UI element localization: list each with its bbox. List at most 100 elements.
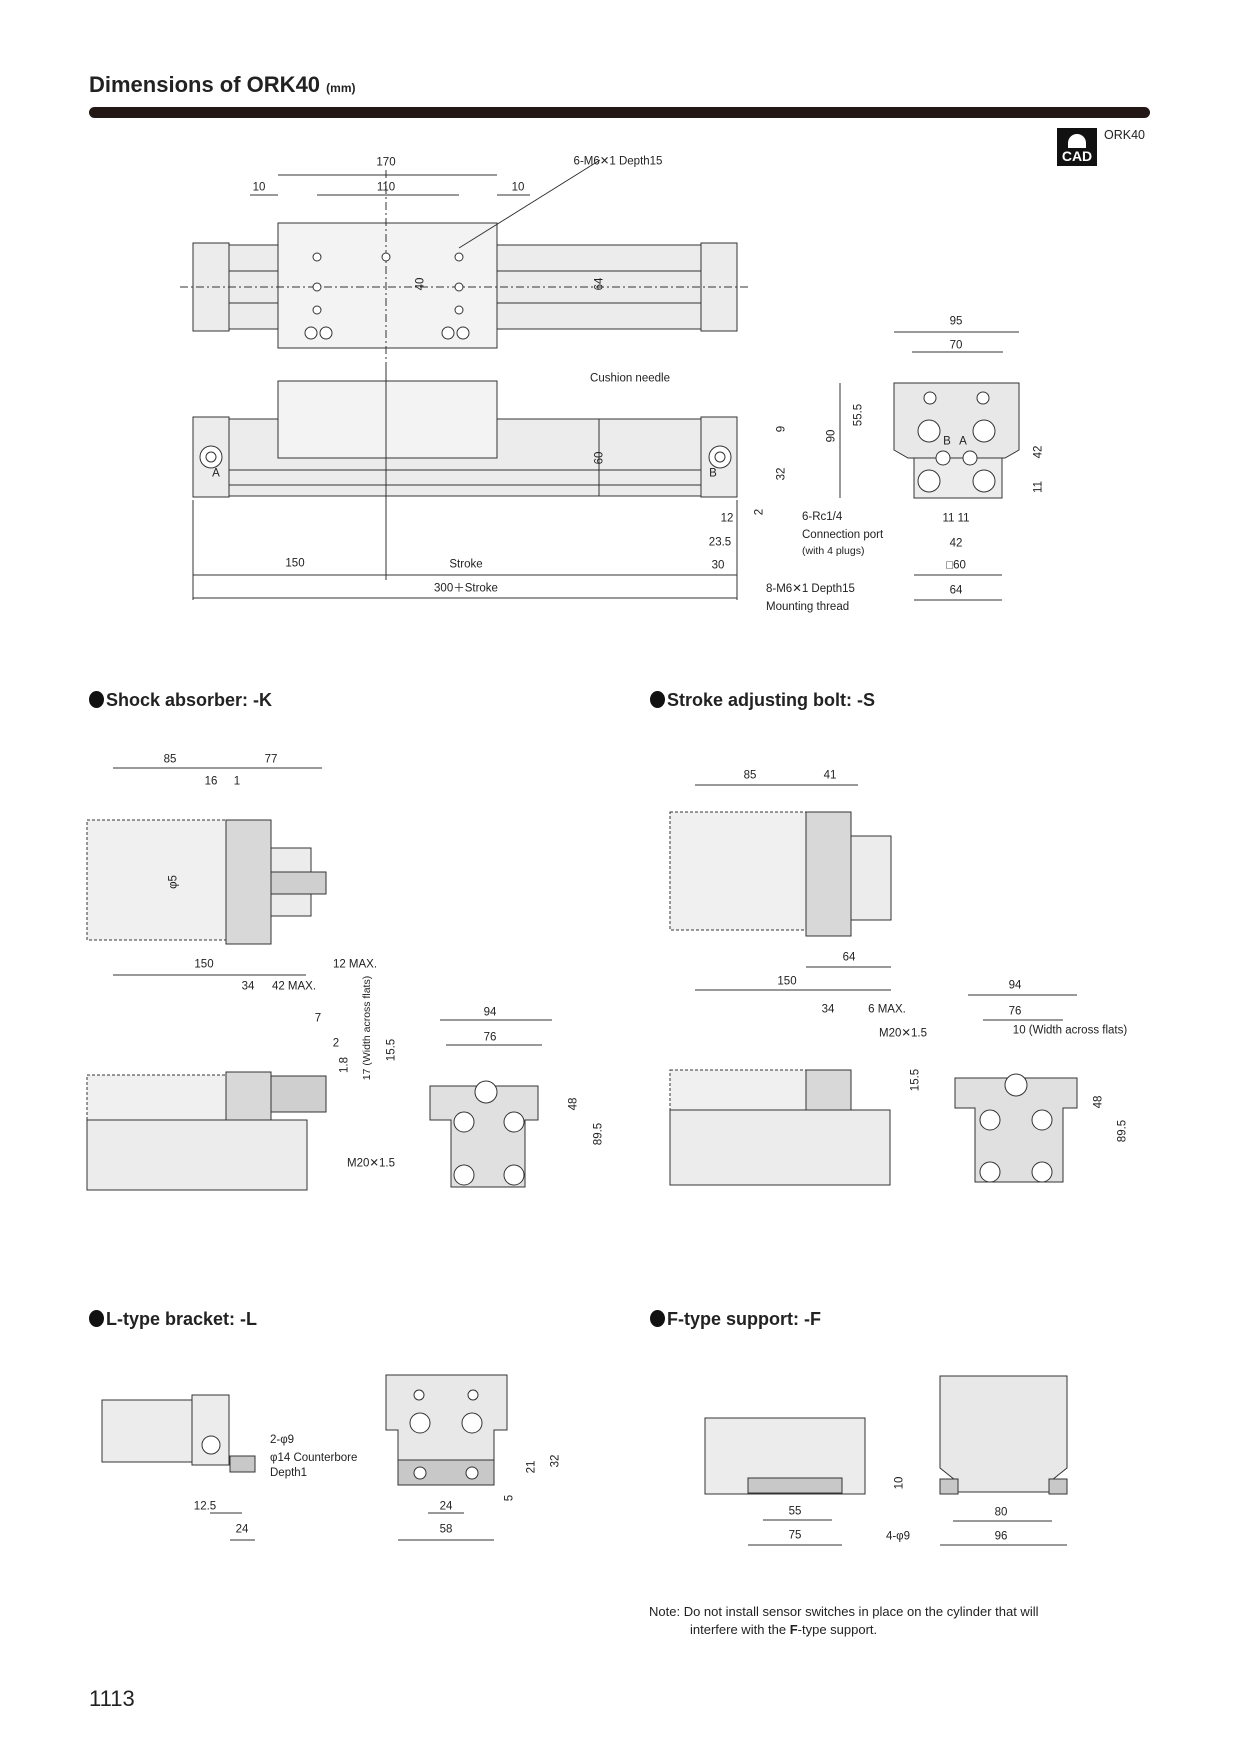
dim-12: 12 [720,512,734,525]
section-heading-f-support: F-type support: -F [650,1309,821,1330]
dim: 150 [194,958,214,971]
dim-32: 32 [775,467,788,481]
mount-thread-1: 8-M6✕1 Depth15 [766,583,855,595]
dim: 64 [842,951,856,964]
dim: 76 [483,1031,497,1044]
dim: 32 [549,1454,562,1468]
dim-2: 2 [753,508,766,516]
cad-label: CAD [1061,148,1093,164]
port-note-3: (with 4 plugs) [802,545,865,557]
dim-stroke: Stroke [449,558,483,571]
dim: 94 [1008,979,1022,992]
section-heading-stroke-bolt: Stroke adjusting bolt: -S [650,690,875,711]
dim: 85 [743,769,757,782]
end-dim-11v: 11 [1032,481,1045,493]
port-b-label: B [709,467,717,480]
heading-text: F-type support: -F [667,1309,821,1329]
note-line-2-end: -type support. [797,1622,878,1637]
section-heading-shock: Shock absorber: -K [89,690,272,711]
dim-10-left: 10 [252,181,266,194]
dim: 34 [241,980,255,993]
dim: 24 [235,1523,249,1536]
end-port-b: B [943,435,951,448]
end-dim-70: 70 [949,339,963,352]
dim: 48 [1092,1095,1105,1109]
dim: 150 [777,975,797,988]
dim: 75 [788,1529,802,1542]
dim: 58 [439,1523,453,1536]
dim: 94 [483,1006,497,1019]
dim: 17 (Width across flats) [360,975,373,1081]
port-note-1: 6-Rc1/4 [802,511,843,523]
dim-total: 300＋Stroke [434,582,498,595]
dim-64: 64 [593,277,606,291]
mount-thread-2: Mounting thread [766,601,850,613]
side-view-drawing [192,370,738,600]
dim: 5 [503,1494,516,1502]
hole-callout: 2-φ9 [270,1434,295,1446]
model-label: ORK40 [1104,128,1145,142]
dim: 6 MAX. [868,1003,906,1016]
dim: 89.5 [592,1122,605,1146]
shock-absorber-drawing [86,767,552,1191]
end-dim-42: 42 [949,537,963,550]
dim: 77 [264,753,278,766]
dim: 1 [233,775,241,788]
bullet-icon [650,1310,665,1327]
dim: 76 [1008,1005,1022,1018]
unit-label: (mm) [326,81,356,95]
counterbore-callout: φ14 Counterbore [270,1452,358,1464]
note-prefix: Note: [649,1604,681,1619]
port-note-2: Connection port [802,529,884,541]
dim: 16 [204,775,218,788]
note: Note: Do not install sensor switches in … [649,1603,1039,1639]
title-divider [89,107,1150,118]
hole-callout: 4-φ9 [885,1530,911,1543]
dim-10-right: 10 [511,181,525,194]
end-dim-11-11: 11 11 [942,512,970,525]
dim: 85 [163,753,177,766]
f-support-drawing [704,1375,1068,1546]
dim: 15.5 [385,1038,398,1062]
dim: 10 [893,1476,906,1490]
depth-callout: Depth1 [270,1467,308,1479]
dim: 15.5 [909,1068,922,1092]
end-dim-90: 90 [825,429,838,443]
dim: 48 [567,1097,580,1111]
port-a-label: A [212,467,220,480]
dim: 41 [823,769,837,782]
bullet-icon [89,1310,104,1327]
dim: 34 [821,1003,835,1016]
dim-9: 9 [775,425,788,433]
dim-150: 150 [285,557,305,570]
stroke-bolt-drawing [669,784,1078,1186]
end-dim-55-5: 55.5 [852,403,865,427]
note-bold: F [789,1622,798,1637]
heading-text: L-type bracket: -L [106,1309,258,1329]
end-dim-95: 95 [949,315,963,328]
dim-40: 40 [414,277,427,291]
dim: 96 [994,1530,1008,1543]
dim: 55 [788,1505,802,1518]
end-view-drawing [839,331,1020,601]
thread-callout-top: 6-M6✕1 Depth15 [573,155,663,168]
cad-icon[interactable]: CAD [1057,128,1097,166]
end-dim-64: 64 [949,584,963,597]
dim: 12.5 [193,1500,217,1513]
bullet-icon [650,691,665,708]
dim: φ5 [167,875,180,889]
dim-60: 60 [593,451,606,465]
dim: 12 MAX. [332,958,378,971]
end-port-a: A [959,435,967,448]
heading-text: Shock absorber: -K [106,690,273,710]
end-dim-42v: 42 [1032,445,1045,459]
dim-110: 110 [376,181,396,194]
section-heading-l-bracket: L-type bracket: -L [89,1309,257,1330]
dim-30: 30 [711,559,725,572]
dim-170: 170 [376,156,396,169]
page-number: 1113 [89,1686,135,1711]
dim: 80 [994,1506,1008,1519]
top-view-drawing [180,159,750,370]
dim: 2 [332,1037,340,1050]
